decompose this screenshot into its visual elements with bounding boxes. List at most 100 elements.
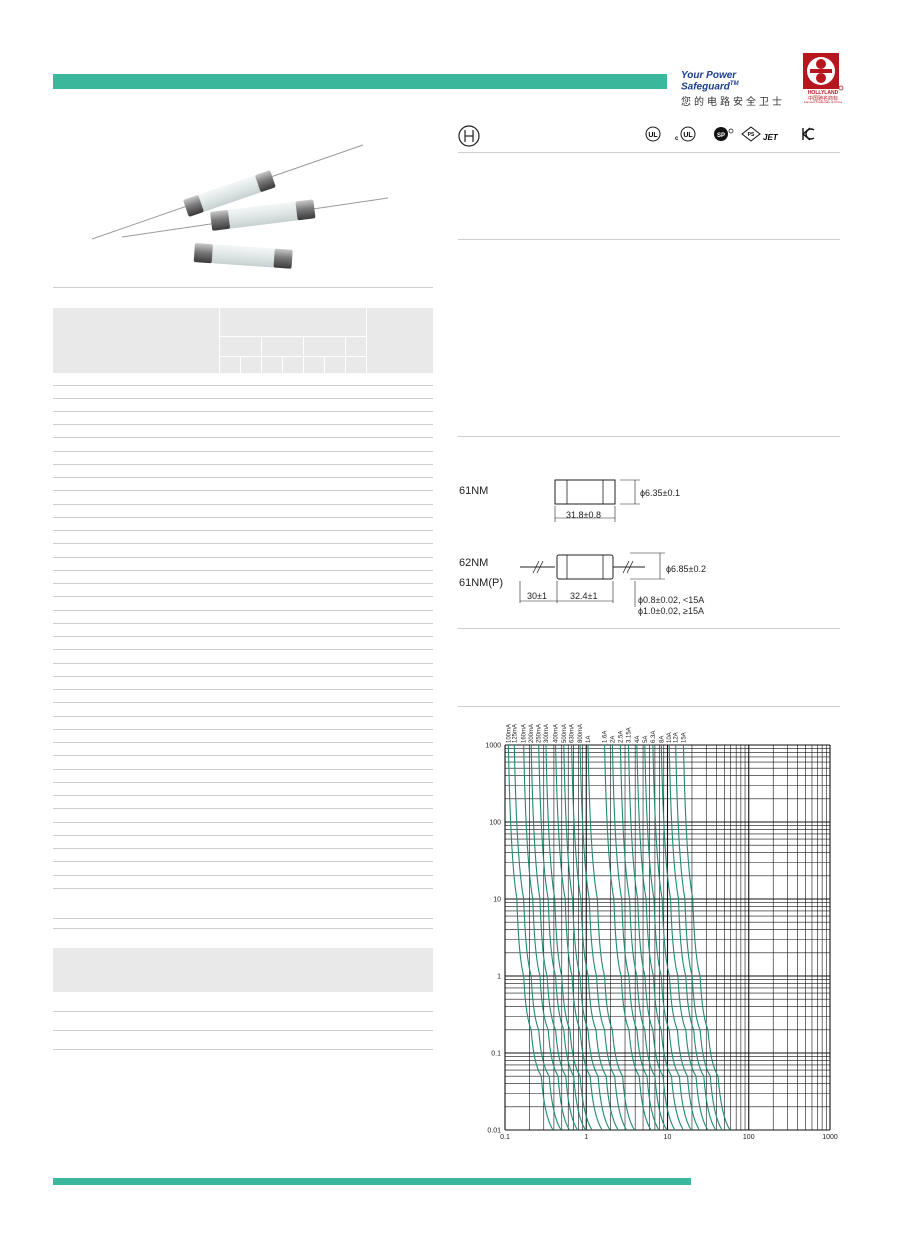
curve-label: 2A (610, 736, 616, 743)
lead-len: 30±1 (527, 591, 547, 601)
curve-2.5A (619, 744, 668, 1131)
dimension-drawing-62nm (515, 545, 675, 610)
wire-small: ϕ0.8±0.02, <15A (638, 595, 705, 605)
ul-cert-icon: UL (645, 126, 661, 142)
curve-label: 100mA (506, 724, 512, 743)
curve-label: 10A (667, 732, 673, 743)
cul-cert-icon: c UL (673, 126, 697, 142)
rating-row-1 (53, 1011, 433, 1012)
curve-label: 3.15A (626, 727, 632, 743)
rating-row-3 (53, 1049, 433, 1050)
y-tick-label: 10 (493, 897, 501, 904)
y-tick-label: 1 (497, 974, 501, 981)
curve-3.15A (627, 744, 676, 1131)
right-divider-2 (458, 239, 840, 240)
photo-divider (53, 287, 433, 288)
svg-text:UL: UL (648, 132, 658, 139)
curve-15A (682, 744, 731, 1131)
logo-sub: Famous Trademark of China (803, 100, 842, 104)
dia-61nm: ϕ6.35±0.1 (640, 488, 681, 498)
x-tick-label: 1 (584, 1134, 588, 1141)
model-61nm-label: 61NM (459, 485, 489, 497)
model-61nmp-label: 61NM(P) (459, 577, 504, 589)
brand-slogan-block: Your Power SafeguardTM 您的电路安全卫士 (681, 70, 793, 108)
curve-label: 800mA (578, 724, 584, 743)
dimension-drawing-61nm (540, 470, 700, 530)
curve-400mA (555, 744, 603, 1131)
curve-1.6A (604, 744, 652, 1131)
y-tick-label: 1000 (485, 743, 501, 750)
curve-label: 200mA (529, 724, 535, 743)
right-divider-3 (458, 436, 840, 437)
y-tick-label: 0.1 (491, 1051, 501, 1058)
curve-2A (611, 744, 660, 1131)
curve-12A (675, 744, 723, 1131)
curve-label: 5A (643, 736, 649, 743)
len-61nm: 31.8±0.8 (566, 510, 601, 520)
curve-label: 12A (674, 732, 680, 743)
model-62nm-label: 62NM (459, 557, 489, 569)
curve-5A (644, 744, 692, 1131)
curve-label: 8A (659, 736, 665, 743)
fuse-photo-icon (91, 144, 389, 269)
svg-text:JET: JET (763, 133, 779, 142)
curve-8A (660, 744, 709, 1131)
rating-row-2 (53, 1030, 433, 1031)
csa-cert-icon: SP (713, 126, 735, 142)
brand-slogan-cn: 您的电路安全卫士 (681, 97, 785, 109)
curve-label: 160mA (522, 724, 528, 743)
spec-table-header-grid (53, 308, 433, 373)
curve-200mA (530, 744, 578, 1131)
curve-label: 400mA (554, 724, 560, 743)
wire-large: ϕ1.0±0.02, ≥15A (638, 606, 704, 616)
curve-label: 15A (682, 732, 688, 743)
curve-6.3A (652, 744, 700, 1131)
logo-name: HOLLYLAND (807, 90, 839, 96)
curve-250mA (538, 744, 586, 1131)
dia-62nm: ϕ6.85±0.2 (666, 564, 707, 574)
product-photo (88, 140, 389, 280)
header-bar (53, 74, 667, 89)
x-tick-label: 1000 (822, 1134, 838, 1141)
right-divider-4 (458, 628, 840, 629)
svg-text:PS: PS (748, 132, 755, 138)
curve-label: 4A (635, 736, 641, 743)
logo-cn: 中国驰名商标 (807, 96, 838, 102)
curve-label: 300mA (544, 724, 550, 743)
fuse-symbol-icon (458, 125, 480, 147)
right-divider-1 (458, 152, 840, 153)
len-62nm: 32.4±1 (570, 591, 598, 601)
kc-cert-icon (800, 126, 816, 142)
curve-label: 1.6A (603, 731, 609, 743)
brand-slogan: Your Power SafeguardTM (681, 70, 739, 93)
pse-jet-cert-icon: PS JET (741, 126, 791, 142)
svg-text:UL: UL (683, 132, 693, 139)
curve-300mA (545, 744, 593, 1131)
hollyland-logo-icon (803, 53, 844, 91)
curve-800mA (579, 744, 628, 1131)
curve-100mA (507, 744, 554, 1131)
company-logo: HOLLYLAND 中国驰名商标 Famous Trademark of Chi… (800, 52, 846, 104)
right-divider-5 (458, 706, 840, 707)
curve-label: 1A (586, 736, 592, 743)
curve-label: 125mA (512, 724, 518, 743)
curve-4A (636, 744, 684, 1131)
footer-bar (53, 1178, 691, 1185)
x-tick-label: 10 (664, 1134, 672, 1141)
y-tick-label: 0.01 (487, 1128, 501, 1135)
y-tick-label: 100 (489, 820, 501, 827)
curve-500mA (563, 744, 611, 1131)
curve-label: 2.5A (618, 731, 624, 743)
curve-630mA (571, 744, 619, 1131)
spec-table-body (53, 373, 433, 933)
curve-label: 500mA (562, 724, 568, 743)
x-tick-label: 100 (743, 1134, 755, 1141)
curve-label: 250mA (537, 724, 543, 743)
svg-text:c: c (675, 136, 679, 142)
curve-label: 6.3A (651, 731, 657, 743)
x-tick-label: 0.1 (500, 1134, 510, 1141)
curve-160mA (523, 744, 570, 1131)
curve-10A (668, 744, 717, 1131)
